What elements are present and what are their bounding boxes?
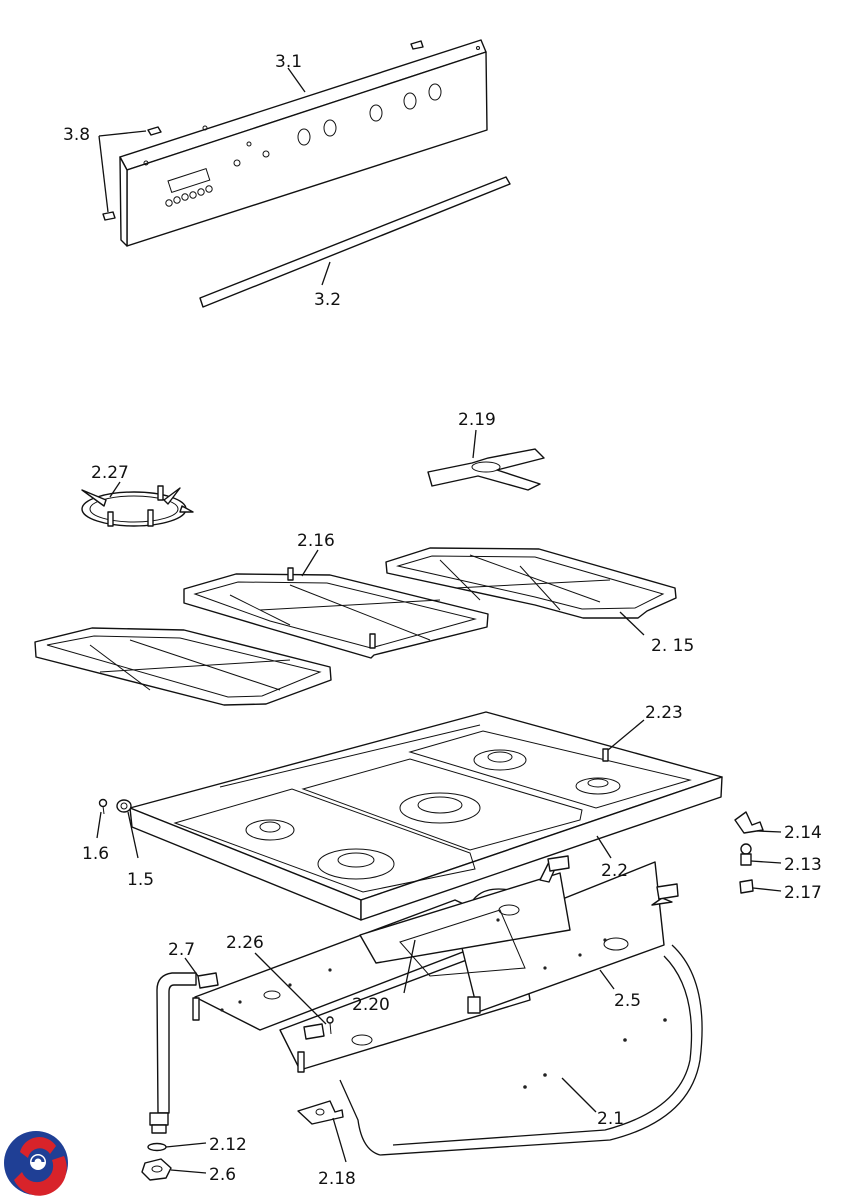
callout-2-14: 2.14 <box>784 823 822 843</box>
brand-logo <box>4 1131 68 1196</box>
callout-2-7: 2.7 <box>168 940 195 960</box>
callout-2-18: 2.18 <box>318 1169 356 1189</box>
callout-2-26: 2.26 <box>226 933 264 953</box>
callout-2-27: 2.27 <box>91 463 129 483</box>
callout-3-8: 3.8 <box>63 125 90 145</box>
callout-2-5: 2.5 <box>614 991 641 1011</box>
callout-1-6: 1.6 <box>82 844 109 864</box>
screw-part <box>98 798 108 815</box>
knob-spacer-part <box>116 799 132 813</box>
injector-part <box>740 843 752 866</box>
control-panel-part <box>119 39 488 247</box>
nut-part <box>739 879 754 894</box>
trim-strip-part <box>199 176 511 308</box>
gas-nut-part <box>141 1112 172 1181</box>
callout-2-20: 2.20 <box>352 995 390 1015</box>
fixing-screw-part <box>326 1016 334 1035</box>
pan-support-right-part <box>385 547 677 619</box>
callout-2-12: 2.12 <box>209 1135 247 1155</box>
callout-2-2: 2.2 <box>601 861 628 881</box>
callout-2-1: 2.1 <box>597 1109 624 1129</box>
callout-2-13: 2.13 <box>784 855 822 875</box>
callout-2-19: 2.19 <box>458 410 496 430</box>
pan-support-centre-part <box>183 567 489 659</box>
callout-3-1: 3.1 <box>275 52 302 72</box>
callout-2-16: 2.16 <box>297 531 335 551</box>
wok-ring-part <box>81 485 194 527</box>
callout-1-5: 1.5 <box>127 870 154 890</box>
clip-part <box>102 40 424 221</box>
burner-frame-part <box>192 859 673 1073</box>
pan-support-left-part <box>34 627 332 706</box>
callout-3-2: 3.2 <box>314 290 341 310</box>
bracket-part <box>297 1100 344 1125</box>
hob-top-part <box>129 711 723 921</box>
callout-2-15: 2. 15 <box>651 636 694 656</box>
callout-2-23: 2.23 <box>645 703 683 723</box>
clip-part <box>197 855 679 1040</box>
callout-2-17: 2.17 <box>784 883 822 903</box>
clamp-part <box>734 811 764 834</box>
callout-2-6: 2.6 <box>209 1165 236 1185</box>
wok-stand-part <box>427 448 545 491</box>
